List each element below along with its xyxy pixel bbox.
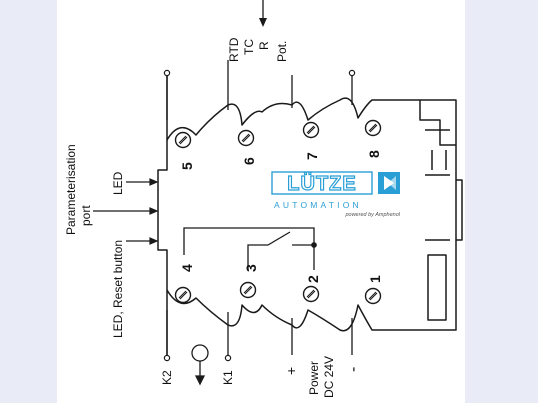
logo-brand: LÜTZE [287,172,356,195]
terminal-4: 4 [179,264,195,272]
label-parameterisation: Parameterisation [64,144,78,235]
terminal-wires [166,60,353,355]
terminal-numbers-bottom: 4 3 2 1 [179,264,383,283]
screw-terminals-bottom [174,281,382,305]
terminal-8: 8 [366,150,382,158]
lutze-logo: LÜTZE AUTOMATION powered by Amphenol [271,171,401,218]
terminal-6: 6 [241,157,257,165]
label-rtd: RTD [227,37,241,62]
terminal-5: 5 [179,162,195,170]
terminal-numbers-top: 5 6 7 8 [179,150,382,170]
label-tc: TC [242,39,256,55]
label-led-reset: LED, Reset button [111,240,125,338]
left-labels: Parameterisation port LED LED, Reset but… [64,144,125,338]
label-plus: + [283,367,299,375]
terminal-3: 3 [243,264,259,272]
common-return-icon [191,344,209,386]
relay-contacts [183,227,317,270]
terminal-2: 2 [305,275,321,283]
port-pointers [93,178,159,245]
terminal-7: 7 [304,152,320,160]
label-pot: Pot. [275,41,289,62]
label-port: port [79,205,93,226]
label-r: R [257,41,271,50]
label-k2: K2 [160,370,174,385]
label-minus: - [345,367,362,372]
terminal-eyelets [163,69,356,362]
diagram-panel [57,0,465,403]
label-dc24v: DC 24V [322,356,336,398]
input-labels: RTD TC R Pot. [227,37,289,62]
terminal-1: 1 [367,275,383,283]
label-power: Power [307,361,321,395]
label-led: LED [111,171,125,195]
input-arrow-icon [259,0,267,27]
logo-automation: AUTOMATION [274,200,362,210]
module-housing [157,75,463,360]
logo-tagline: powered by Amphenol [344,212,400,218]
bottom-labels: K2 K1 + Power DC 24V - [160,356,362,398]
label-k1: K1 [221,370,235,385]
